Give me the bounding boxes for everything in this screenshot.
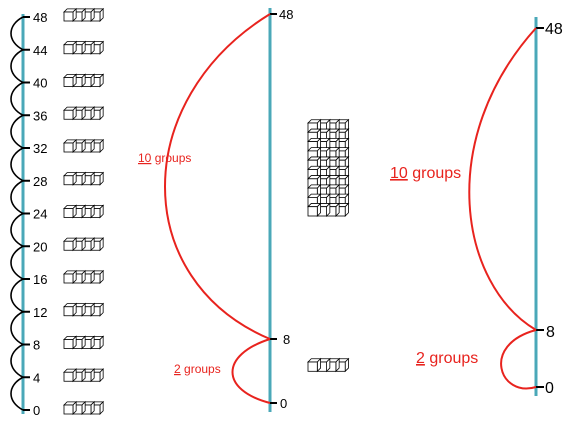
two-groups-arc	[231, 338, 271, 404]
group-count: 2	[174, 362, 181, 376]
unit-block	[81, 204, 96, 219]
unit-block	[63, 269, 78, 284]
block-group	[63, 138, 105, 153]
block-group	[63, 171, 105, 186]
unit-block	[63, 204, 78, 219]
block-group	[63, 237, 105, 252]
block-group	[63, 400, 105, 415]
group-word: groups	[151, 151, 191, 165]
block-group	[63, 302, 105, 317]
block-group	[63, 73, 105, 88]
tick-label: 48	[33, 10, 47, 25]
unit-block	[63, 171, 78, 186]
tick-label: 44	[33, 43, 47, 58]
group-count: 10	[138, 151, 152, 165]
block-group	[63, 106, 105, 121]
tick-label: 16	[33, 272, 47, 287]
block-group	[307, 357, 350, 373]
ten-groups-label: 10 groups	[390, 165, 461, 182]
number-line-1-jumps	[10, 16, 25, 411]
unit-block	[63, 106, 78, 121]
two-groups-label: 2 groups	[174, 362, 221, 376]
tick-label: 0	[280, 396, 287, 411]
block-group	[63, 40, 105, 55]
tick-label: 48	[279, 7, 293, 22]
tick-label: 24	[33, 207, 47, 222]
two-groups-arc	[500, 329, 537, 390]
two-groups-label: 2 groups	[416, 350, 478, 367]
number-line-2: 48 8 0 10 groups 2 groups	[138, 7, 350, 412]
group-word: groups	[181, 362, 221, 376]
tick-label: 4	[33, 370, 40, 385]
tick-label: 0	[545, 380, 554, 397]
ten-groups-arc	[468, 27, 537, 331]
unit-block	[307, 128, 322, 143]
unit-block	[307, 118, 322, 134]
ten-groups-arc	[164, 13, 271, 340]
tick-label: 8	[33, 338, 40, 353]
unit-block	[63, 400, 78, 415]
unit-block	[63, 138, 78, 153]
ten-groups-label: 10 groups	[138, 151, 191, 165]
tick-label: 0	[33, 403, 40, 418]
tick-label: 40	[33, 76, 47, 91]
tick-label: 28	[33, 174, 47, 189]
tick-label: 32	[33, 141, 47, 156]
group-word: groups	[425, 350, 478, 367]
number-line-1-blocks	[63, 7, 105, 415]
unit-block	[63, 73, 78, 88]
unit-block	[63, 237, 78, 252]
block-group	[63, 269, 105, 284]
block-group	[63, 204, 105, 219]
unit-block	[63, 335, 78, 350]
block-strip-8	[307, 357, 350, 373]
tick-label: 12	[33, 305, 47, 320]
block-group	[63, 335, 105, 350]
tick-label: 20	[33, 239, 47, 254]
tick-label: 36	[33, 108, 47, 123]
tick-label: 8	[546, 324, 555, 341]
group-count: 2	[416, 350, 425, 367]
block-array-40	[307, 118, 350, 217]
unit-block	[63, 302, 78, 317]
unit-block	[307, 357, 322, 373]
tick-label: 8	[283, 332, 290, 347]
tick-label: 48	[545, 21, 563, 38]
unit-block	[81, 40, 96, 55]
group-count: 10	[390, 165, 408, 182]
number-line-3: 48 8 0 10 groups 2 groups	[390, 17, 563, 397]
unit-block	[63, 7, 78, 22]
group-word: groups	[408, 165, 461, 182]
unit-block	[63, 368, 78, 383]
jump-arcs	[10, 16, 25, 411]
block-group	[63, 368, 105, 383]
block-group	[307, 118, 350, 217]
unit-block	[307, 202, 322, 217]
block-group	[63, 7, 105, 22]
unit-block	[63, 40, 78, 55]
